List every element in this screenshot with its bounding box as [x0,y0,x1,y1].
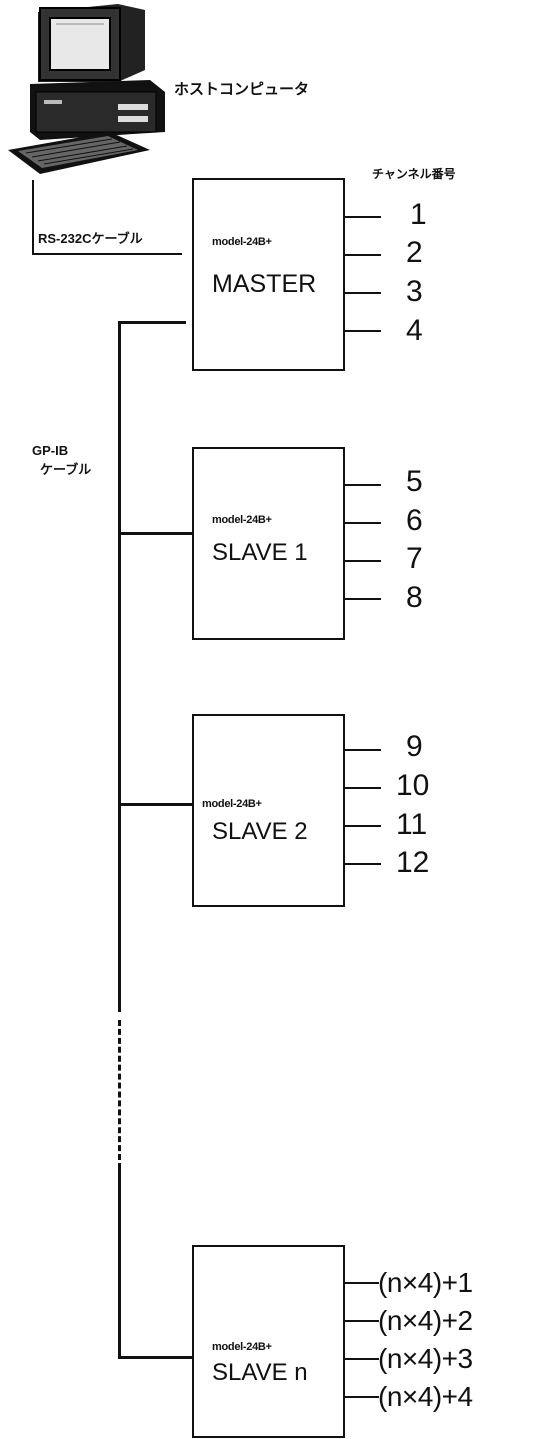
unit-model-label: model-24B+ [212,236,272,248]
channel-number: 10 [396,771,429,801]
unit-model-label: model-24B+ [212,1341,272,1353]
unit-model-label: model-24B+ [202,798,262,810]
gpib-bus-line-lower [118,1163,121,1358]
desktop-computer-icon [0,0,170,175]
slaven-unit: model-24B+ SLAVE n [192,1245,345,1438]
channel-line [345,1320,379,1322]
channel-line [345,1358,379,1360]
gpib-connector-master [118,321,186,324]
channel-line [345,216,381,218]
unit-name-label: SLAVE n [212,1359,308,1387]
channel-number: 3 [406,277,423,307]
rs232c-cable-label: RS-232Cケーブル [38,228,143,247]
channel-number: (n×4)+4 [378,1382,473,1412]
gpib-connector-slave2 [118,803,194,806]
channel-line [345,787,381,789]
channel-line [345,254,381,256]
channel-line [345,749,381,751]
rs232c-cable-horizontal [32,253,182,255]
channel-line [345,330,381,332]
host-computer-label: ホストコンピュータ [174,78,309,99]
gpib-cable-label-2: ケーブル [40,459,91,478]
channel-number: (n×4)+3 [378,1344,473,1374]
channel-line [345,522,381,524]
unit-model-label: model-24B+ [212,514,272,526]
slave1-unit: model-24B+ SLAVE 1 [192,447,345,640]
channel-number: 11 [396,810,427,840]
channel-line [345,1282,379,1284]
unit-name-label: MASTER [212,270,316,299]
channel-line [345,825,381,827]
gpib-connector-slaven [118,1356,194,1359]
channel-line [345,292,381,294]
channel-number: 12 [396,848,429,878]
channel-number: 6 [406,506,423,536]
channel-number-label: チャンネル番号 [372,165,456,182]
channel-number: 7 [406,544,423,574]
slave2-unit: model-24B+ SLAVE 2 [192,714,345,907]
master-unit: model-24B+ MASTER [192,178,345,371]
channel-number: 5 [406,467,423,497]
channel-line [345,484,381,486]
channel-number: 8 [406,583,423,613]
channel-number: 9 [406,732,423,762]
gpib-cable-label-1: GP-IB [32,443,68,458]
channel-number: (n×4)+2 [378,1306,473,1336]
gpib-bus-dashed [118,1020,121,1160]
channel-number: 1 [410,200,427,230]
channel-line [345,1396,379,1398]
channel-number: (n×4)+1 [378,1268,473,1298]
rs232c-cable-vertical [32,180,34,255]
channel-line [345,598,381,600]
unit-name-label: SLAVE 1 [212,539,308,567]
unit-name-label: SLAVE 2 [212,818,308,846]
gpib-bus-line [118,322,121,1012]
gpib-connector-slave1 [118,532,194,535]
channel-line [345,560,381,562]
channel-number: 4 [406,316,423,346]
channel-line [345,863,381,865]
channel-number: 2 [406,238,423,268]
